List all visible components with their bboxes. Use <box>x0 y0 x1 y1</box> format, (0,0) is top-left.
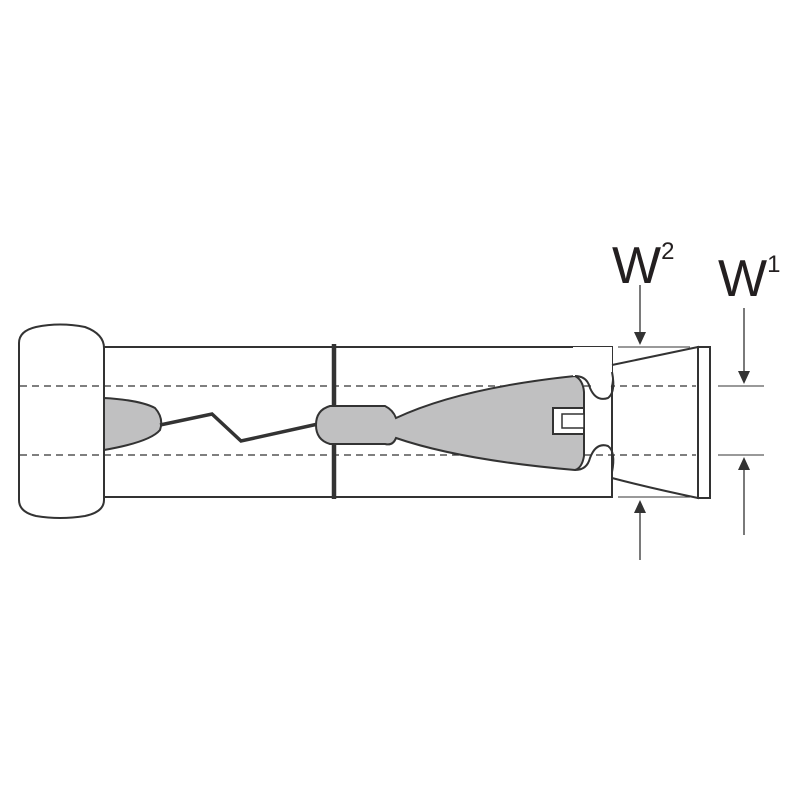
bolt-shank-left <box>103 396 163 452</box>
w1-label: W1 <box>718 250 780 308</box>
w1-label-base: W <box>718 250 767 308</box>
anchor-head <box>18 323 105 519</box>
w2-label-sup: 2 <box>661 238 674 265</box>
w2-arrow-bottom-head <box>634 500 646 513</box>
w2-label-base: W <box>612 237 661 295</box>
w2-arrow-top-head <box>634 332 646 345</box>
w2-label: W2 <box>612 237 674 295</box>
sleeve-slot-upper-outline <box>574 371 615 400</box>
w1-arrow-bottom-head <box>738 457 750 470</box>
w1-arrow-top-head <box>738 371 750 384</box>
anchor-sleeve <box>104 346 613 498</box>
sleeve-slot-upper <box>573 347 612 396</box>
expansion-cone <box>314 374 585 472</box>
sleeve-slot-lower-outline <box>574 444 615 473</box>
cone-key-inner <box>561 413 585 429</box>
end-plate <box>697 346 711 499</box>
bolt-wire <box>159 412 319 443</box>
w1-label-sup: 1 <box>767 251 780 278</box>
flared-end <box>611 345 699 500</box>
